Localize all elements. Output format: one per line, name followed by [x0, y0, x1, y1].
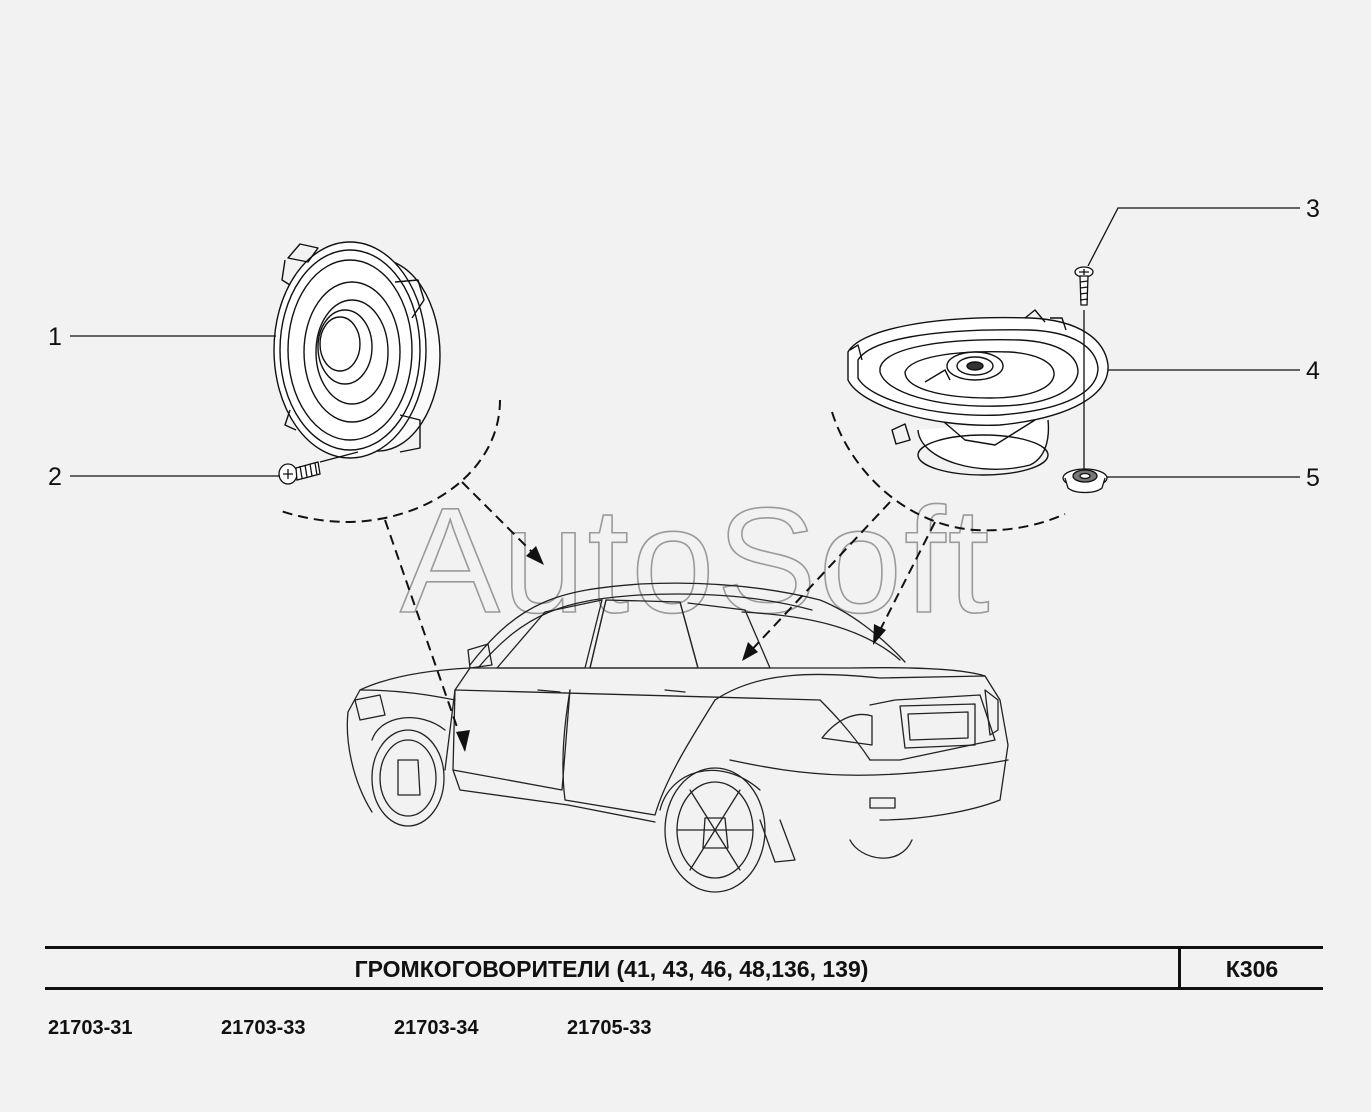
model-code: 21703-33: [221, 1017, 306, 1039]
screw-icon: [1074, 266, 1094, 306]
title-block: ГРОМКОГОВОРИТЕЛИ (41, 43, 46, 48,136, 13…: [45, 946, 1323, 990]
callout-1: 1: [48, 323, 62, 351]
speaker-oval-icon: [847, 309, 1109, 476]
leader-lines: [70, 207, 1300, 478]
model-list: 21703-31 21703-33 21703-34 21705-33: [48, 1017, 740, 1045]
page-code: К306: [1225, 956, 1279, 982]
callout-2: 2: [48, 463, 62, 491]
model-code: 21705-33: [567, 1017, 652, 1039]
nut-icon: [1062, 468, 1108, 494]
callout-3: 3: [1306, 195, 1320, 223]
title-divider: [1178, 949, 1181, 987]
watermark: AutoSoft: [400, 476, 991, 644]
car-sedan-icon: [346, 582, 1009, 893]
model-code: 21703-34: [394, 1017, 479, 1039]
arrowheads: [456, 546, 886, 752]
reference-arcs: [277, 310, 1085, 751]
speaker-round-icon: [273, 241, 441, 459]
model-code: 21703-31: [48, 1017, 133, 1039]
diagram-title: ГРОМКОГОВОРИТЕЛИ (41, 43, 46, 48,136, 13…: [354, 956, 869, 982]
screw-icon: [278, 461, 321, 485]
callout-4: 4: [1306, 357, 1320, 385]
callout-5: 5: [1306, 464, 1320, 492]
